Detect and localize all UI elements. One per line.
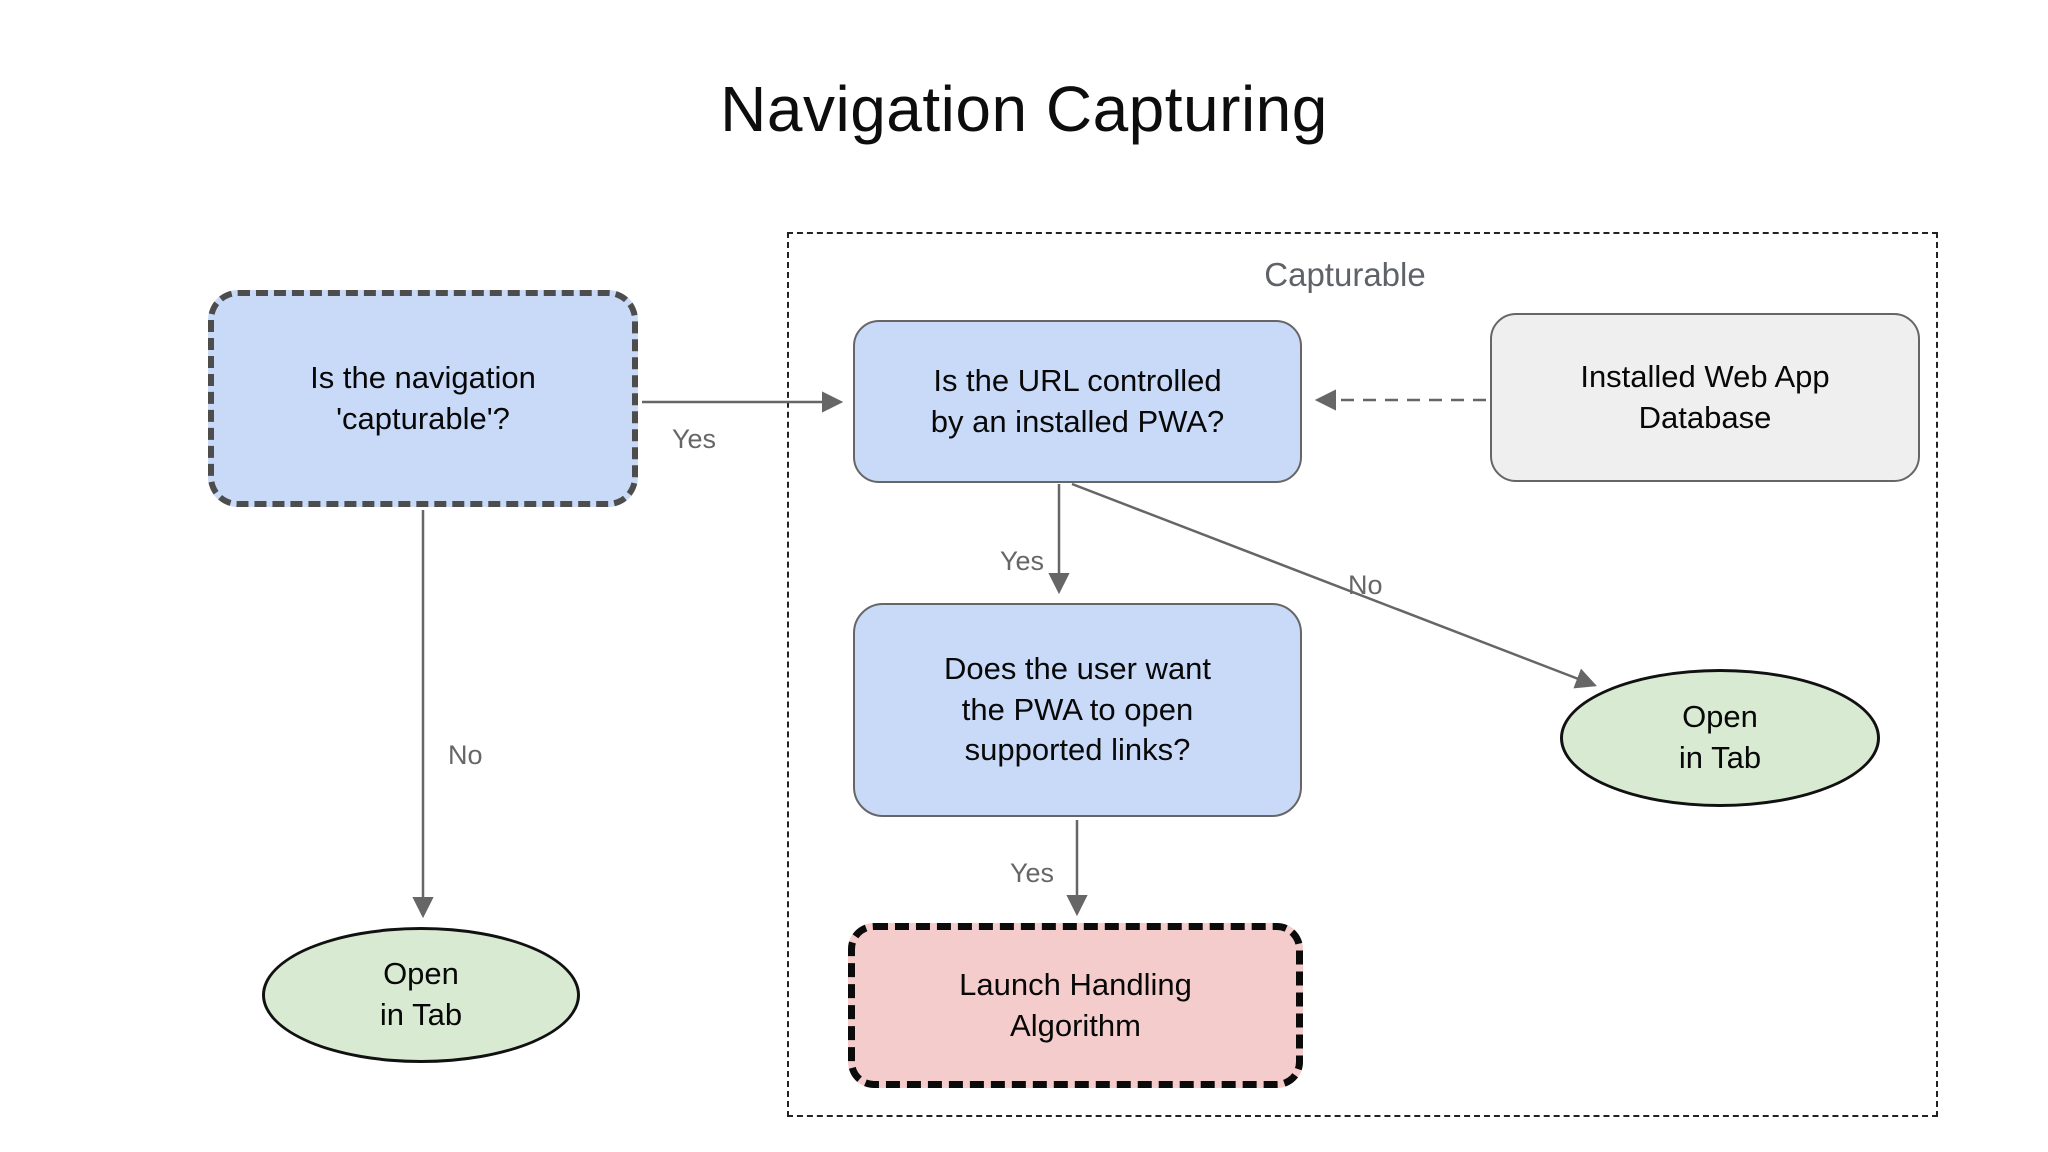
page-title: Navigation Capturing: [720, 73, 1328, 145]
edge-label-yes-url: Yes: [1000, 546, 1045, 576]
node-installed-web-app-database: Installed Web App Database: [1490, 313, 1920, 482]
edge-label-no-capturable: No: [448, 740, 483, 770]
capturable-group-box: [787, 232, 1938, 1117]
node-does-user-want-pwa-open-links: Does the user want the PWA to open suppo…: [853, 603, 1302, 817]
node-is-navigation-capturable: Is the navigation 'capturable'?: [208, 290, 638, 507]
edge-label-yes-capturable: Yes: [672, 424, 717, 454]
capturable-group-label: Capturable: [1264, 256, 1426, 293]
edge-label-no-url: No: [1348, 570, 1383, 600]
node-open-in-tab-left: Open in Tab: [262, 927, 580, 1063]
edge-label-yes-user: Yes: [1010, 858, 1055, 888]
node-launch-handling-algorithm: Launch Handling Algorithm: [848, 923, 1303, 1088]
node-is-url-controlled-by-pwa: Is the URL controlled by an installed PW…: [853, 320, 1302, 483]
node-open-in-tab-right: Open in Tab: [1560, 669, 1880, 807]
